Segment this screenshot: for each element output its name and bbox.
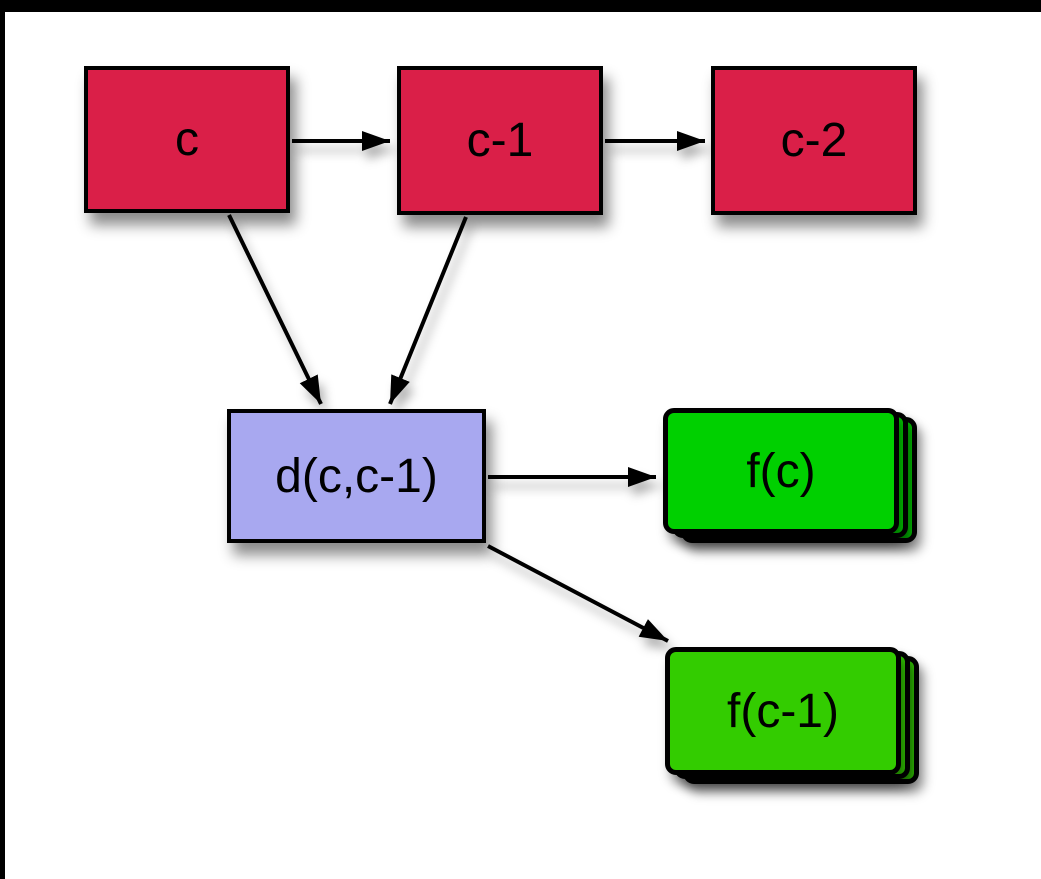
node-version-c2-label: c-2 [780, 114, 848, 167]
window-top-bar [0, 0, 1041, 12]
edge-c-to-d [227, 214, 323, 405]
node-version-c: c [84, 66, 290, 213]
edge-c1-to-d [388, 216, 468, 405]
stack-fc-front-card: f(c) [663, 408, 899, 534]
node-version-c-label: c [175, 113, 199, 166]
node-stack-fc1-label: f(c-1) [727, 684, 839, 738]
node-stack-fc: f(c) [663, 408, 917, 543]
node-version-c2: c-2 [711, 66, 917, 215]
stack-fc1-front-card: f(c-1) [665, 647, 901, 775]
node-version-c1: c-1 [397, 66, 603, 215]
node-diff-d-label: d(c,c-1) [275, 449, 438, 503]
node-stack-fc1: f(c-1) [665, 647, 919, 785]
edge-d-to-fc1 [487, 544, 669, 643]
node-version-c1-label: c-1 [466, 114, 534, 167]
node-stack-fc-label: f(c) [746, 444, 816, 498]
node-diff-d: d(c,c-1) [227, 409, 486, 543]
window-left-edge [0, 12, 5, 879]
